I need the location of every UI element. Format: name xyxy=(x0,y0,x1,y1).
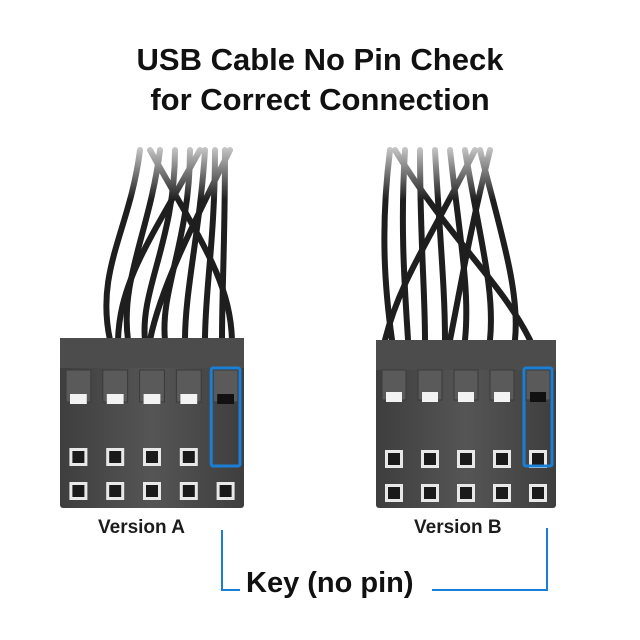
pin-hole xyxy=(146,451,158,463)
key-tab xyxy=(217,394,234,404)
pin-hole xyxy=(460,487,472,499)
label-key-no-pin: Key (no pin) xyxy=(246,567,414,599)
latch-tab xyxy=(106,394,124,404)
pin-hole xyxy=(496,487,508,499)
key-highlight xyxy=(209,366,242,468)
latch-tab xyxy=(458,392,474,402)
pin-hole xyxy=(460,453,472,465)
pin-hole xyxy=(109,485,122,497)
connector-version-a xyxy=(60,338,244,508)
pin-hole xyxy=(72,451,85,463)
label-version-a: Version A xyxy=(98,517,185,538)
key-callout-lines xyxy=(221,528,548,591)
pin-hole xyxy=(532,487,544,499)
label-version-b: Version B xyxy=(414,517,502,538)
pin-hole xyxy=(182,451,195,463)
connector-top xyxy=(376,340,556,370)
connector-version-b xyxy=(376,340,556,508)
callout-line-b xyxy=(432,528,548,591)
latch-tab xyxy=(180,394,198,404)
latch-tab xyxy=(70,394,87,404)
pin-hole xyxy=(219,485,232,497)
title-line-2: for Correct Connection xyxy=(150,82,490,117)
latch-tab xyxy=(422,392,438,402)
pin-hole xyxy=(424,487,436,499)
pin-hole xyxy=(72,485,85,497)
key-tab xyxy=(530,392,546,402)
connector-top xyxy=(60,338,244,368)
pin-hole xyxy=(146,485,158,497)
key-highlight xyxy=(522,366,554,468)
pin-hole xyxy=(424,453,436,465)
pin-hole xyxy=(532,453,544,465)
pin-hole xyxy=(182,485,195,497)
pin-hole xyxy=(388,487,400,499)
latch-tab xyxy=(494,392,510,402)
latch-tab xyxy=(386,392,402,402)
callout-line-a xyxy=(221,530,240,591)
pin-hole xyxy=(388,453,400,465)
pin-hole xyxy=(496,453,508,465)
pin-hole xyxy=(109,451,122,463)
latch-tab xyxy=(143,394,161,404)
title-line-1: USB Cable No Pin Check xyxy=(136,42,504,77)
